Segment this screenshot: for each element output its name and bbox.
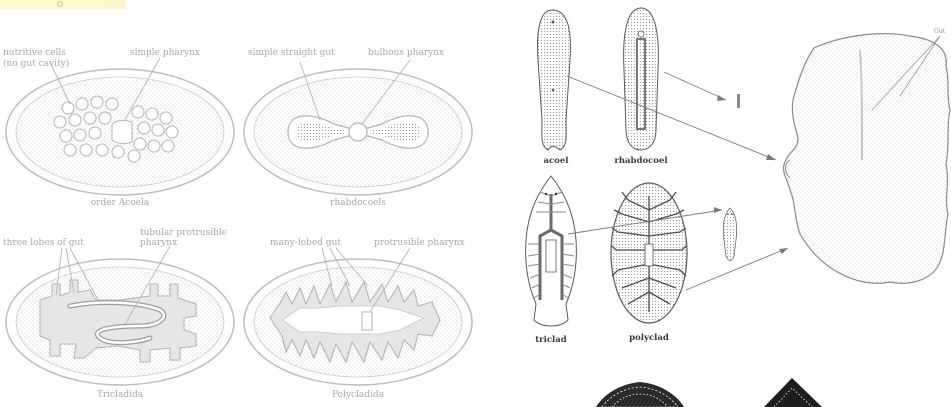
caption-tricladida: Tricladida bbox=[97, 390, 144, 400]
caption-acoela: order Acoela bbox=[91, 198, 150, 208]
worm-triclad bbox=[526, 176, 577, 326]
diagram-acoela bbox=[6, 58, 234, 195]
label-simple-pharynx: simple pharynx bbox=[130, 48, 200, 58]
label-protrusible-pharynx: protrusible pharynx bbox=[374, 238, 465, 248]
label-tubular-protrusible: tubular protrusible bbox=[140, 228, 227, 238]
worm-acoel bbox=[538, 10, 571, 150]
label-many-lobed-gut: many-lobed gut bbox=[270, 238, 341, 248]
label-polyclad: polyclad bbox=[629, 333, 669, 343]
worm-large-polyclad bbox=[783, 34, 950, 284]
diagram-tricladida bbox=[6, 246, 234, 385]
worm-polyclad bbox=[611, 183, 687, 323]
diagram-rhabdocoels bbox=[244, 60, 472, 195]
specimen-dark-left bbox=[596, 382, 684, 407]
diagram-polycladida bbox=[244, 248, 472, 385]
label-gut: Gut bbox=[934, 28, 946, 35]
label-triclad: triclad bbox=[535, 335, 567, 345]
caption-rhabdocoels: rhabdocoels bbox=[330, 198, 386, 208]
scale-worm-triclad bbox=[723, 208, 737, 261]
label-pharynx: pharynx bbox=[140, 238, 177, 248]
label-rhabdocoel: rhabdocoel bbox=[614, 156, 668, 166]
scale-worm-small bbox=[737, 94, 740, 108]
label-no-gut-cavity: (no gut cavity) bbox=[3, 58, 69, 69]
label-nutritive-cells: nutritive cells bbox=[3, 48, 66, 58]
highlight-marker bbox=[0, 0, 126, 9]
label-acoel: acoel bbox=[544, 156, 570, 166]
specimen-dark-right bbox=[764, 378, 822, 407]
label-three-lobes: three lobes of gut bbox=[3, 238, 84, 248]
caption-polycladida: Polycladida bbox=[332, 390, 385, 400]
worm-rhabdocoel bbox=[624, 8, 659, 150]
label-bulbous-pharynx: bulbous pharynx bbox=[368, 48, 444, 58]
label-simple-straight-gut: simple straight gut bbox=[248, 48, 335, 58]
